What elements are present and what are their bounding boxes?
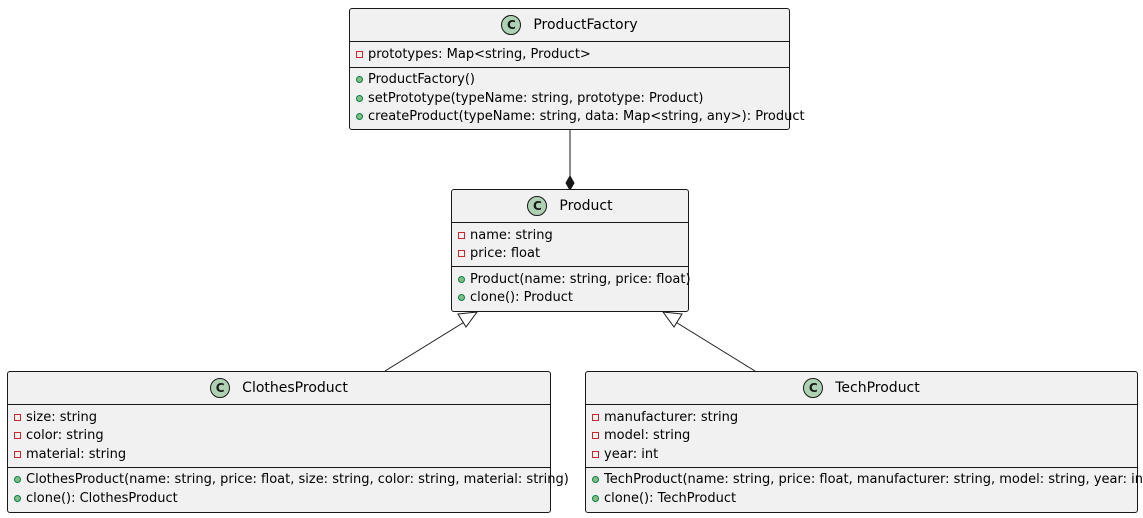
inheritance-edge-clothesproduct-product [384,320,467,372]
class-c-icon: C [210,378,231,398]
class-header: C Product [452,190,688,223]
attributes-section: name: string price: float [452,223,688,267]
public-circle-icon [592,476,599,484]
public-circle-icon [14,494,21,502]
class-techproduct[interactable]: C TechProduct manufacturer: string model… [585,371,1143,513]
attributes-section: prototypes: Map<string, Product> [350,42,789,68]
method-row: setPrototype(typeName: string, prototype… [356,89,789,108]
public-circle-icon [592,494,599,502]
class-name: ClothesProduct [242,380,348,396]
private-square-icon [592,413,599,421]
inheritance-arrowhead-clothes [457,311,479,328]
private-square-icon [592,432,599,440]
attributes-section: size: string color: string material: str… [8,405,550,468]
private-square-icon [14,450,21,458]
method-row: clone(): TechProduct [592,489,1137,508]
attribute-row: size: string [14,408,550,427]
private-square-icon [14,432,21,440]
method-row: ClothesProduct(name: string, price: floa… [14,471,569,490]
public-circle-icon [458,294,465,302]
methods-section: TechProduct(name: string, price: float, … [586,468,1143,511]
class-header: C ClothesProduct [8,372,550,405]
private-square-icon [14,413,21,421]
composition-diamond [565,174,575,192]
attribute-row: material: string [14,445,550,464]
method-row: TechProduct(name: string, price: float, … [592,471,1143,490]
inheritance-arrowhead-tech [661,311,683,328]
public-circle-icon [356,113,363,121]
methods-section: ProductFactory() setPrototype(typeName: … [350,68,805,130]
private-square-icon [592,450,599,458]
public-circle-icon [356,94,363,102]
class-c-icon: C [803,378,824,398]
method-row: ProductFactory() [356,71,789,90]
methods-section: Product(name: string, price: float) clon… [452,267,691,310]
class-header: C TechProduct [586,372,1137,405]
method-row: clone(): Product [458,289,688,308]
method-row: clone(): ClothesProduct [14,489,550,508]
attribute-row: model: string [592,427,1137,446]
class-c-icon: C [527,196,548,216]
attribute-row: name: string [458,226,688,245]
private-square-icon [356,50,363,58]
private-square-icon [458,231,465,239]
method-row: createProduct(typeName: string, data: Ma… [356,108,805,127]
class-name: ProductFactory [533,17,638,33]
class-header: C ProductFactory [350,9,789,42]
methods-section: ClothesProduct(name: string, price: floa… [8,468,569,511]
private-square-icon [458,250,465,258]
attribute-row: year: int [592,445,1137,464]
public-circle-icon [14,476,21,484]
class-clothesproduct[interactable]: C ClothesProduct size: string color: str… [7,371,569,513]
class-name: Product [559,198,613,214]
class-c-icon: C [501,15,522,35]
method-row: Product(name: string, price: float) [458,270,691,289]
attribute-row: color: string [14,427,550,446]
public-circle-icon [356,76,363,84]
attribute-row: price: float [458,245,688,264]
attribute-row: manufacturer: string [592,408,1137,427]
inheritance-edge-techproduct-product [673,320,756,372]
public-circle-icon [458,275,465,283]
class-name: TechProduct [835,380,920,396]
class-product[interactable]: C Product name: string price: float Prod… [451,189,691,312]
attribute-row: prototypes: Map<string, Product> [356,45,789,64]
class-productfactory[interactable]: C ProductFactory prototypes: Map<string,… [349,8,805,130]
attributes-section: manufacturer: string model: string year:… [586,405,1137,468]
